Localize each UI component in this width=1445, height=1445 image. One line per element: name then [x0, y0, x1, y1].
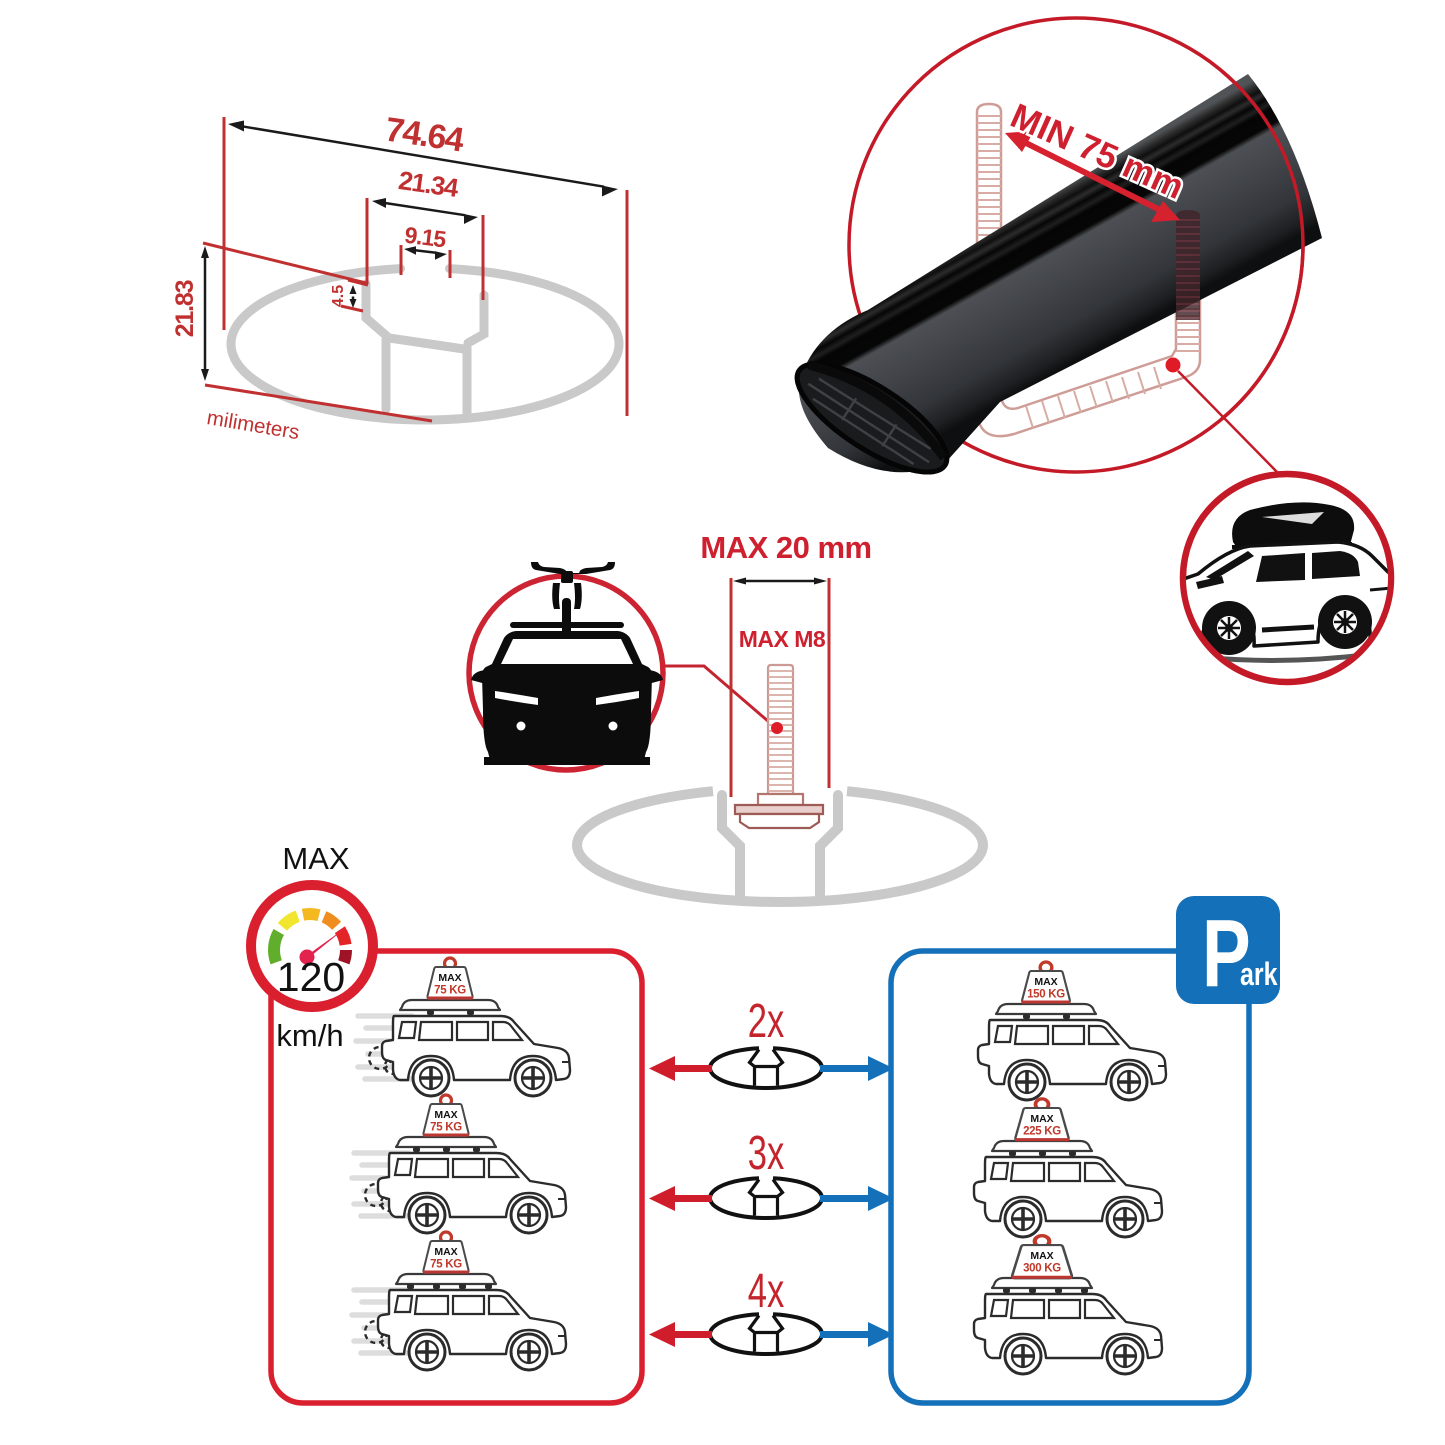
svg-text:9.15: 9.15 [403, 222, 448, 253]
svg-text:MAX: MAX [434, 1246, 457, 1258]
svg-text:75 KG: 75 KG [430, 1122, 462, 1134]
svg-text:P: P [1202, 900, 1251, 1007]
svg-text:225 KG: 225 KG [1023, 1126, 1061, 1138]
svg-text:MAX: MAX [282, 841, 350, 876]
svg-text:MAX: MAX [1034, 976, 1057, 988]
svg-text:MAX: MAX [438, 972, 461, 984]
svg-text:MAX: MAX [1030, 1113, 1053, 1125]
svg-text:75 KG: 75 KG [434, 985, 466, 997]
svg-text:4.5: 4.5 [330, 285, 347, 307]
svg-text:300 KG: 300 KG [1023, 1263, 1061, 1275]
svg-text:km/h: km/h [276, 1018, 343, 1053]
svg-text:4x: 4x [748, 1263, 785, 1317]
svg-text:150 KG: 150 KG [1027, 989, 1065, 1001]
svg-text:2x: 2x [748, 993, 785, 1047]
svg-text:MAX: MAX [1030, 1250, 1053, 1262]
svg-text:120: 120 [277, 954, 345, 1000]
svg-text:3x: 3x [748, 1125, 785, 1179]
svg-text:75 KG: 75 KG [430, 1259, 462, 1271]
svg-text:MAX 20 mm: MAX 20 mm [700, 530, 871, 565]
svg-text:MAX: MAX [434, 1109, 457, 1121]
svg-text:21.83: 21.83 [171, 280, 199, 337]
svg-text:MAX M8: MAX M8 [739, 626, 826, 652]
svg-text:ark: ark [1240, 957, 1278, 993]
